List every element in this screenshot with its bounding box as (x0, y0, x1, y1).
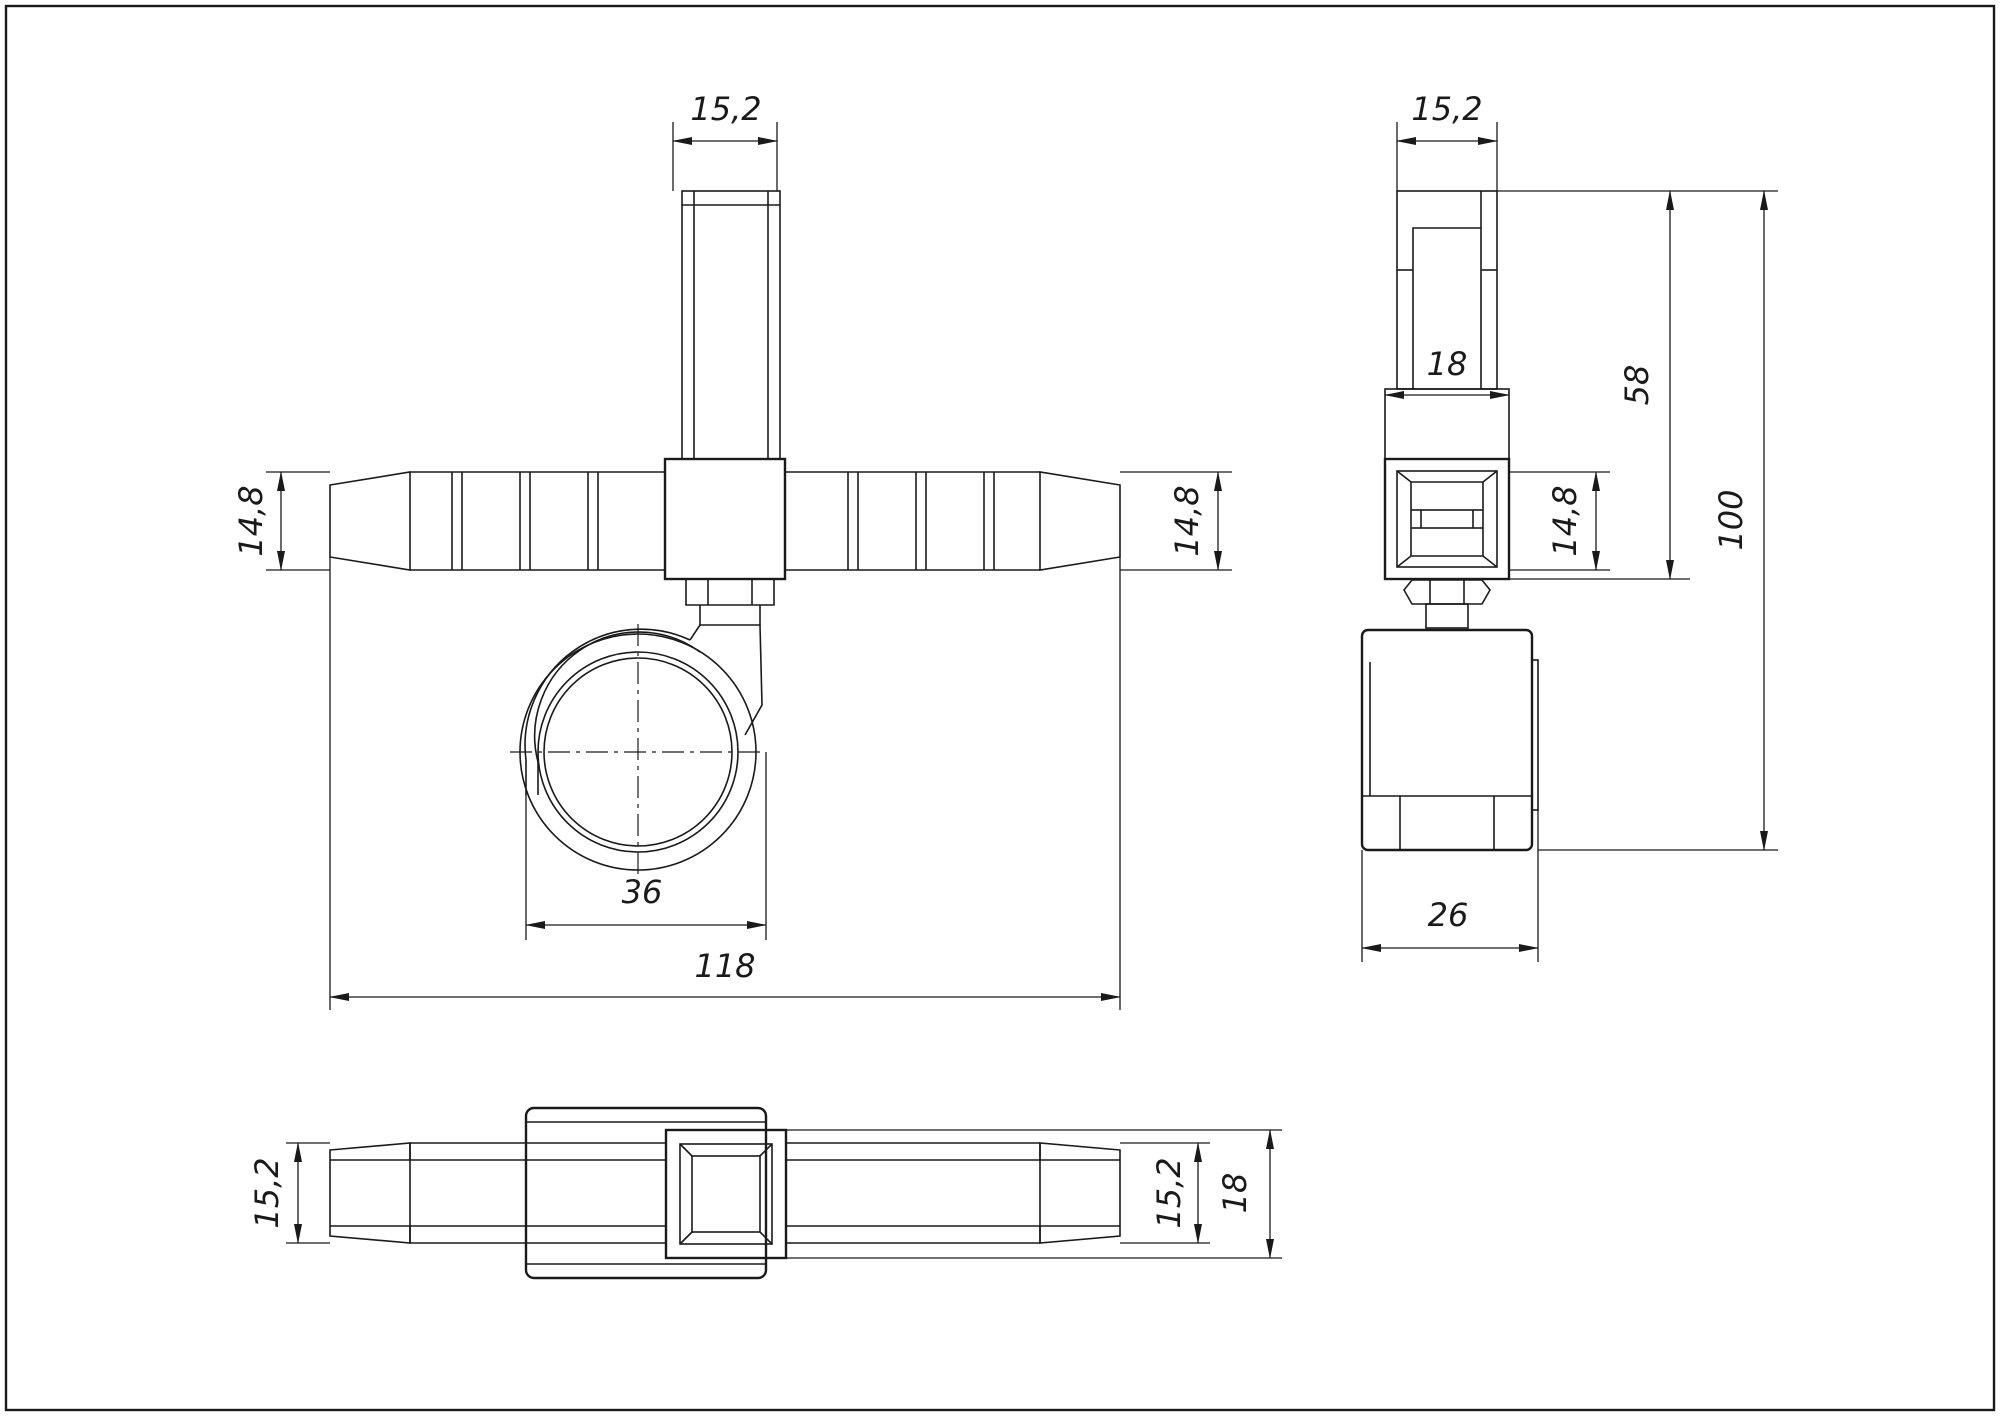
side-bracket-upper (1384, 388, 1510, 460)
front-hex-nut (685, 578, 775, 625)
front-view: 15,2 14,8 14,8 36 118 (232, 90, 1232, 1010)
dim-front-stem-width: 15,2 (672, 90, 778, 191)
dim-text: 15,2 (248, 1157, 286, 1228)
front-connector-block (663, 457, 787, 581)
top-arm (329, 1142, 1121, 1244)
dim-side-overall-height: 100 (1538, 190, 1778, 851)
dim-side-wheel-width: 26 (1361, 810, 1539, 962)
dim-front-wheel-diameter: 36 (525, 752, 767, 940)
dim-side-stem-width: 15,2 (1396, 90, 1498, 191)
dim-text: 100 (1712, 489, 1750, 550)
side-view: 15,2 18 14,8 58 100 (1360, 90, 1778, 962)
dim-text: 18 (1216, 1173, 1254, 1214)
dim-front-overall-length: 118 (329, 557, 1121, 1010)
dim-side-bracket-width: 18 (1384, 345, 1510, 399)
dim-top-inner-width: 15,2 (1120, 1142, 1210, 1244)
dim-text: 118 (694, 947, 755, 985)
dim-text: 26 (1428, 896, 1469, 934)
dim-front-arm-height-right: 14,8 (1120, 471, 1232, 571)
dim-text: 18 (1427, 345, 1468, 383)
dim-text: 58 (1618, 365, 1656, 406)
side-bracket-section (1383, 457, 1511, 581)
top-wheel (524, 1106, 768, 1280)
dim-front-arm-height-left: 14,8 (232, 471, 330, 571)
front-wheel (510, 624, 766, 880)
dim-text: 14,8 (232, 485, 270, 556)
dim-top-bracket-width: 18 (1200, 1129, 1282, 1259)
front-stem (681, 190, 781, 460)
side-hex-nut (1403, 579, 1491, 629)
dim-text: 14,8 (1168, 485, 1206, 556)
top-view: 15,2 15,2 18 (248, 1106, 1282, 1280)
side-wheel (1360, 628, 1539, 852)
dim-text: 15,2 (1150, 1157, 1188, 1228)
dim-side-bracket-height: 14,8 (1509, 471, 1610, 571)
top-square-connector (664, 1128, 788, 1260)
dim-text: 14,8 (1546, 485, 1584, 556)
dim-text: 15,2 (1411, 90, 1482, 128)
front-arm (329, 471, 1121, 571)
dim-top-arm-width: 15,2 (248, 1142, 330, 1244)
drawing-frame (4, 4, 1996, 1412)
front-caster-fork (524, 624, 763, 795)
dim-text: 36 (622, 873, 663, 911)
dim-side-stem-height: 58 (1497, 190, 1778, 580)
dim-text: 15,2 (690, 90, 761, 128)
